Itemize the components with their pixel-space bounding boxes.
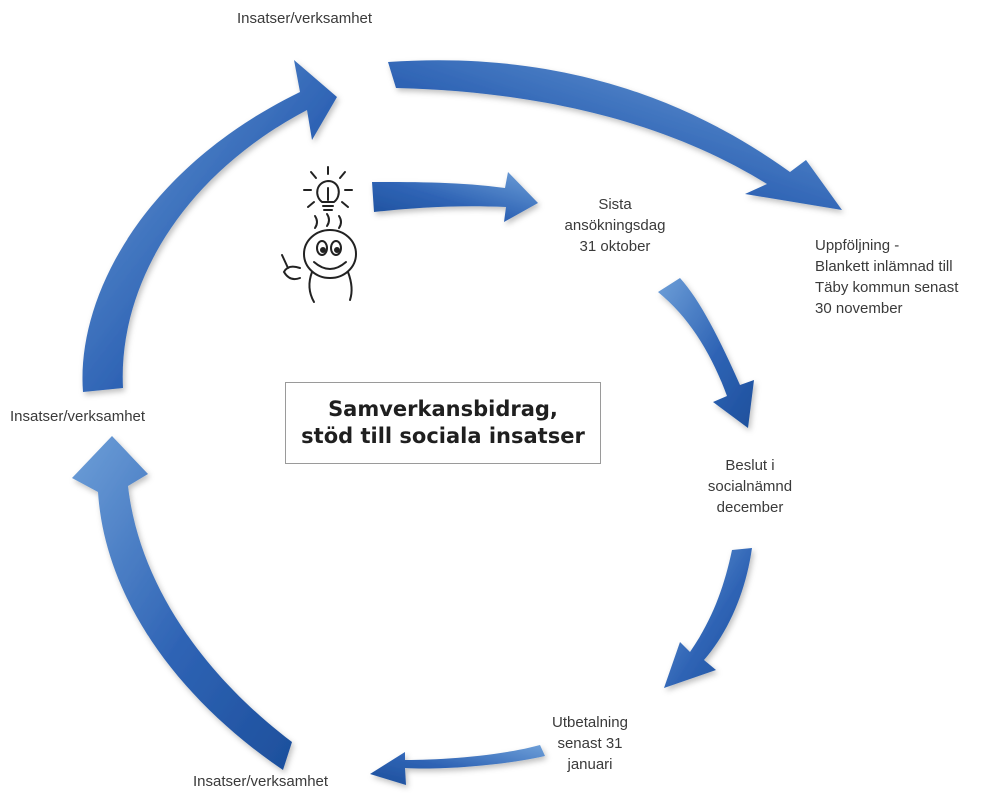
uppfoljning-line-3: Täby kommun senast <box>815 279 959 296</box>
uppfoljning-line-4: 30 november <box>815 300 903 317</box>
utbetalning-line-2: senast 31 <box>557 735 623 752</box>
beslut-line-3: december <box>716 499 784 516</box>
diagram-title-box: Samverkansbidrag, stöd till sociala insa… <box>285 382 601 464</box>
sista-line-1: Sista <box>598 196 632 213</box>
insatser-left-text: Insatser/verksamhet <box>10 408 146 425</box>
arrow-sista-to-beslut <box>658 278 754 428</box>
arrow-left-to-top <box>82 60 337 392</box>
label-beslut: Beslut i socialnämnd december <box>680 455 820 518</box>
sista-line-2: ansökningsdag <box>564 217 666 234</box>
arrow-beslut-to-utbetalning <box>664 548 752 688</box>
uppfoljning-line-2: Blankett inlämnad till <box>815 258 953 275</box>
arrow-bottom-to-left <box>72 436 292 770</box>
label-insatser-bottom: Insatser/verksamhet <box>193 771 328 792</box>
beslut-line-2: socialnämnd <box>707 478 793 495</box>
utbetalning-line-1: Utbetalning <box>552 714 628 731</box>
diagram-title-line-1: Samverkansbidrag, <box>328 397 558 421</box>
beslut-line-1: Beslut i <box>725 457 775 474</box>
label-utbetalning: Utbetalning senast 31 januari <box>530 712 650 775</box>
utbetalning-line-3: januari <box>567 756 613 773</box>
label-insatser-left: Insatser/verksamhet <box>10 406 145 427</box>
uppfoljning-line-1: Uppföljning - <box>815 237 900 254</box>
label-insatser-top: Insatser/verksamhet <box>237 8 372 29</box>
arrow-top-to-uppfoljning <box>388 60 842 210</box>
idea-lightbulb-character-icon <box>281 166 357 303</box>
sista-line-3: 31 oktober <box>579 238 651 255</box>
label-uppfoljning: Uppföljning - Blankett inlämnad till Täb… <box>815 235 958 319</box>
insatser-top-text: Insatser/verksamhet <box>237 10 373 27</box>
diagram-title-line-2: stöd till sociala insatser <box>301 424 585 448</box>
insatser-bottom-text: Insatser/verksamhet <box>193 773 329 790</box>
arrow-idea-to-sista <box>372 172 538 222</box>
label-sista-ansokningsdag: Sista ansökningsdag 31 oktober <box>545 194 685 257</box>
arrow-utbetalning-to-insatser-bottom <box>370 745 545 785</box>
